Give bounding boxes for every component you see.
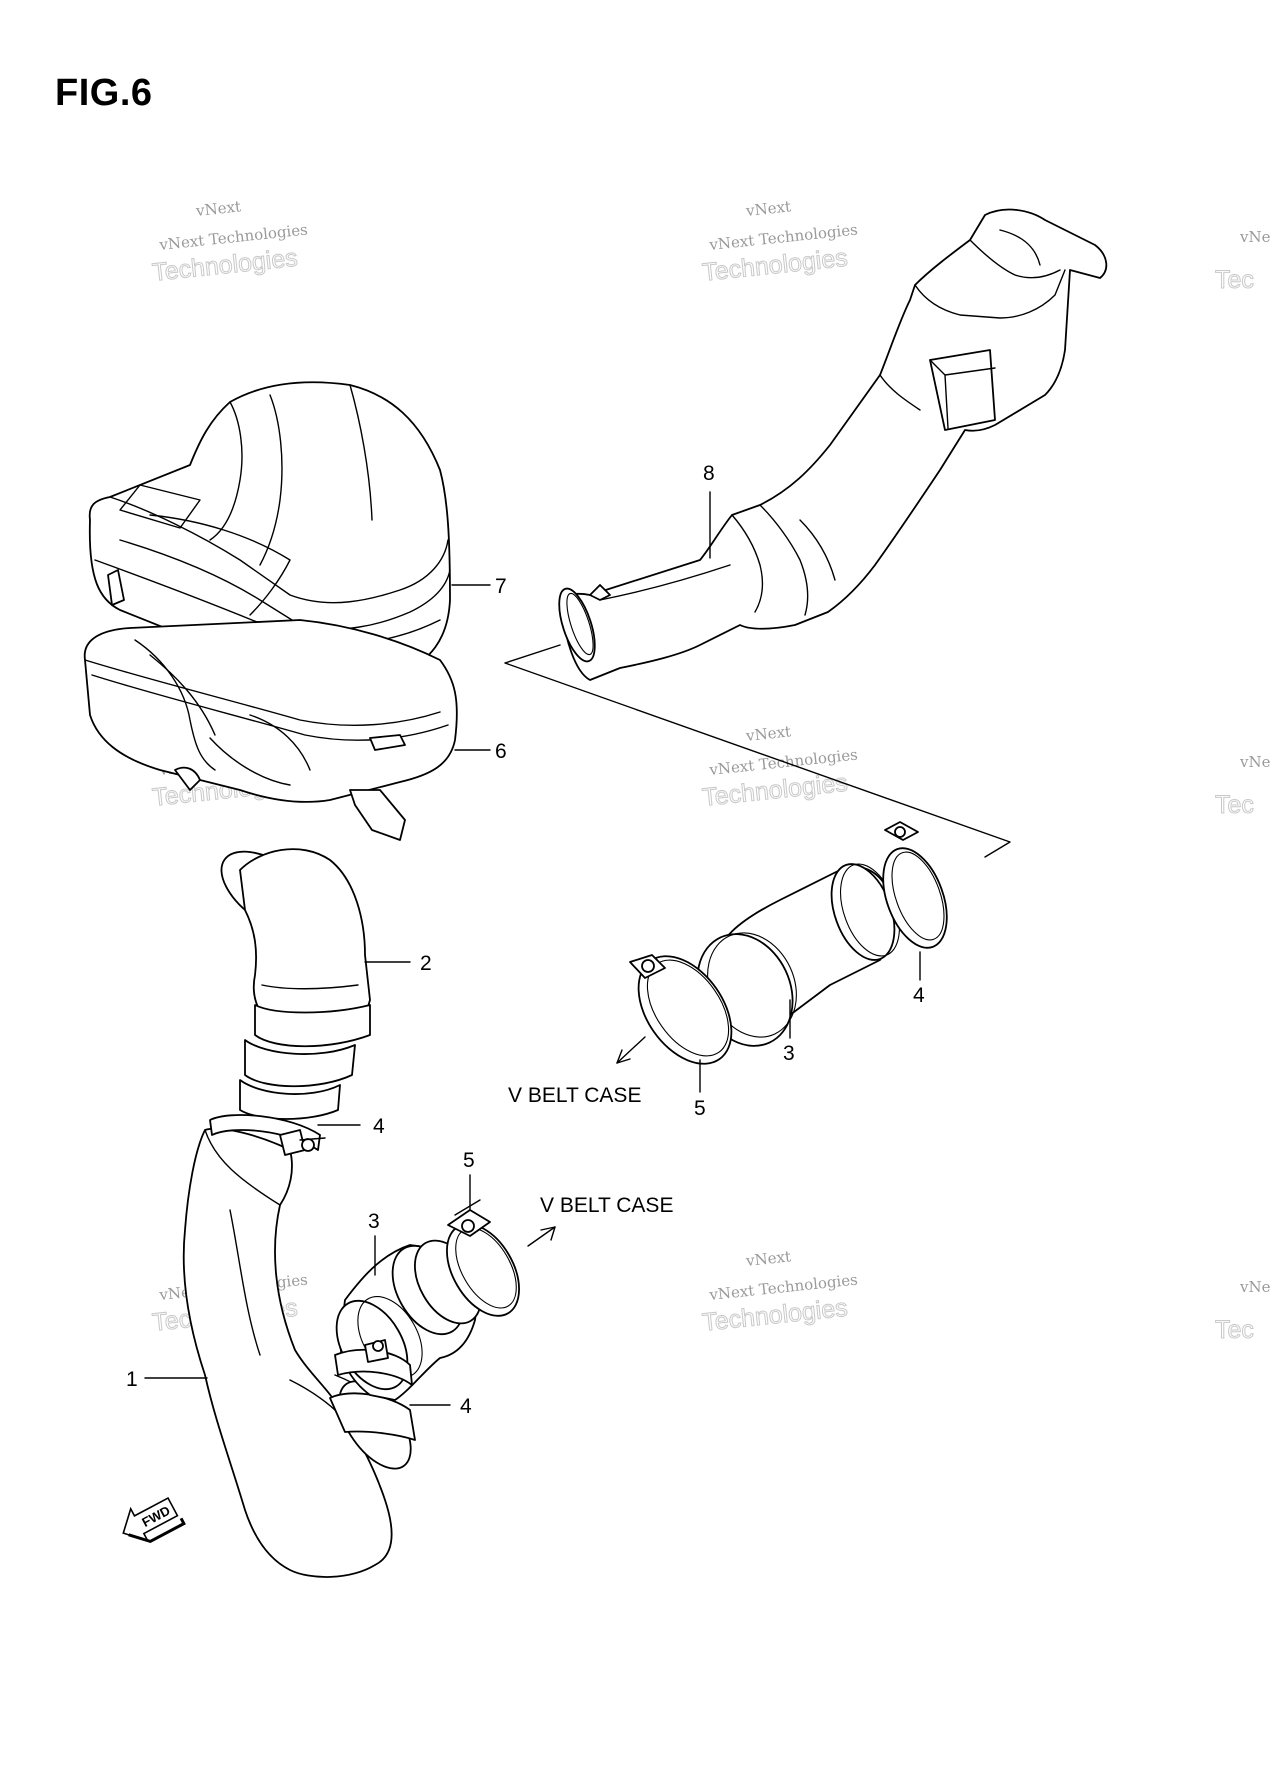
part-4-clamp-upper xyxy=(882,821,948,949)
v-belt-case-label-upper: V BELT CASE xyxy=(508,1084,641,1107)
part-7-air-cleaner-cover xyxy=(88,381,451,696)
assembly-pointer-line xyxy=(504,644,1011,858)
callout-4-middle: 4 xyxy=(373,1115,385,1138)
part-5-clamp-lower xyxy=(446,1199,520,1317)
callout-4-upper: 4 xyxy=(913,984,925,1007)
watermark-edge-low-2: Tec xyxy=(1215,1316,1254,1344)
watermark-edge-mid: vNe xyxy=(1239,753,1271,771)
watermark-edge-top: vNe xyxy=(1239,228,1271,246)
watermark-mid-center: vNext vNext Technologies Technologies xyxy=(700,722,858,812)
callout-3-lower: 3 xyxy=(368,1210,380,1233)
watermark-edge-top-2: Tec xyxy=(1215,266,1254,294)
watermark-edge-low: vNe xyxy=(1239,1278,1271,1296)
arrow-to-v-belt-case-upper xyxy=(616,1036,646,1064)
part-8-intake-duct xyxy=(558,208,1108,681)
v-belt-case-label-lower: V BELT CASE xyxy=(540,1194,673,1217)
part-5-clamp-upper xyxy=(629,954,733,1065)
watermark-low-center: vNext vNext Technologies Technologies xyxy=(700,1247,858,1337)
part-2-elbow-hose xyxy=(220,848,371,1120)
callout-5-upper: 5 xyxy=(694,1097,706,1120)
part-1-intake-hose xyxy=(182,1127,416,1578)
watermark-top-center: vNext vNext Technologies Technologies xyxy=(700,197,858,287)
fwd-direction-marker: FWD xyxy=(122,1496,186,1544)
watermark-line1: vNext xyxy=(744,197,792,220)
part-4-clamp-middle xyxy=(209,1114,326,1156)
watermark-line1: vNext xyxy=(194,197,242,220)
watermark-top-left: vNext vNext Technologies Technologies xyxy=(150,197,308,287)
callout-5-lower: 5 xyxy=(463,1149,475,1172)
callout-8: 8 xyxy=(703,462,715,485)
part-4-clamp-lower xyxy=(334,1339,413,1386)
callout-2: 2 xyxy=(420,952,432,975)
part-6-air-cleaner-case xyxy=(83,619,458,841)
callout-6: 6 xyxy=(495,740,507,763)
arrow-to-v-belt-case-lower xyxy=(527,1226,556,1247)
callout-7: 7 xyxy=(495,575,507,598)
watermark-line1: vNext xyxy=(744,1247,792,1270)
callout-4-lower: 4 xyxy=(460,1395,472,1418)
callout-labels: 7 6 8 2 4 3 5 1 4 3 4 5 xyxy=(126,462,925,1418)
leader-lines xyxy=(144,491,921,1406)
callout-3-upper: 3 xyxy=(783,1042,795,1065)
figure-title: FIG.6 xyxy=(55,72,153,114)
watermark-line1: vNext xyxy=(744,722,792,745)
callout-1: 1 xyxy=(126,1368,138,1391)
watermark-edge-mid-2: Tec xyxy=(1215,791,1254,819)
